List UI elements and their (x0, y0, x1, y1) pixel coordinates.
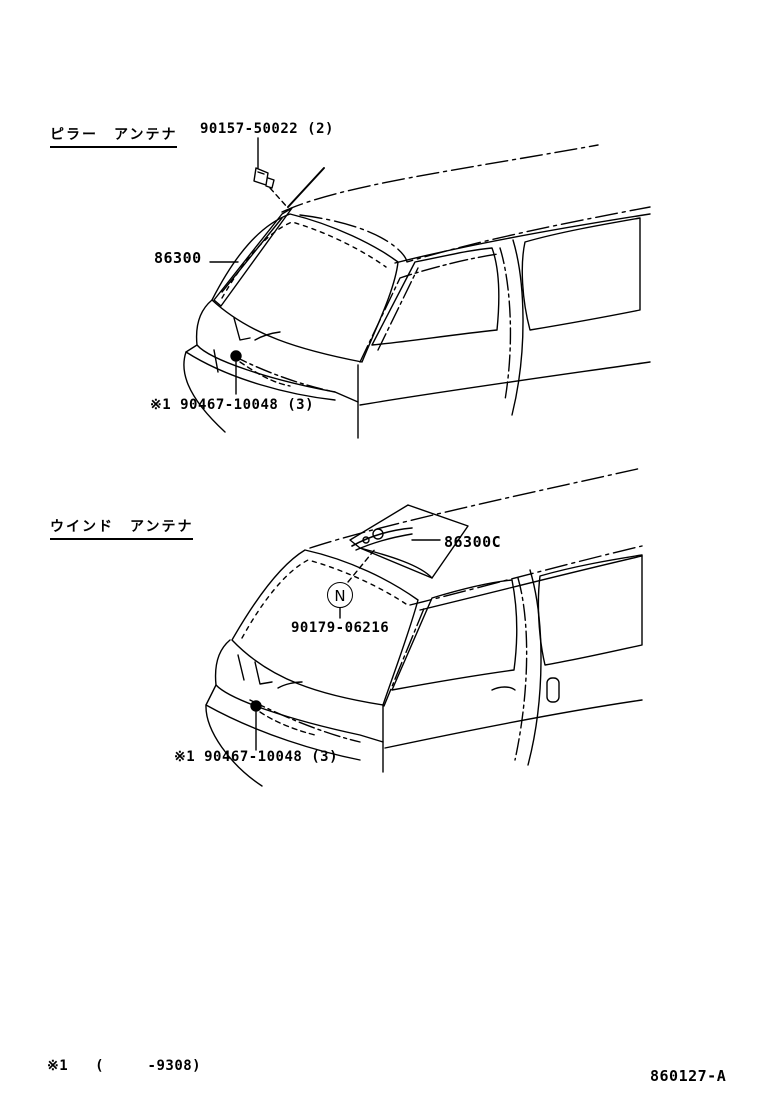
part-number: 90467-10048 (3) (204, 749, 339, 765)
bracket-symbol: N (327, 582, 353, 608)
footnote-mark: ※1 (47, 1058, 69, 1074)
part-label-bracket: 90179-06216 (291, 620, 390, 636)
figure-code: 860127-A (650, 1067, 727, 1085)
footnote-text: ( -9308) (95, 1058, 202, 1074)
part-label-clip-pillar: ※1 90467-10048 (3) (150, 397, 314, 413)
footnote: ※1 ( -9308) (47, 1058, 201, 1074)
section-title-window-antenna: ウインド アンテナ (50, 518, 194, 540)
part-label-clip-window: ※1 90467-10048 (3) (174, 749, 338, 765)
footnote-mark: ※1 (150, 397, 172, 413)
part-label-pillar-antenna: 86300 (154, 249, 202, 267)
footnote-mark: ※1 (174, 749, 196, 765)
van-illustration-window (205, 467, 643, 787)
part-number: 90467-10048 (3) (180, 397, 315, 413)
van-illustration-pillar (183, 137, 651, 439)
part-label-bolt: 90157-50022 (2) (200, 121, 334, 137)
section-title-pillar-antenna: ピラー アンテナ (50, 126, 178, 148)
part-label-window-antenna: 86300C (444, 533, 502, 551)
